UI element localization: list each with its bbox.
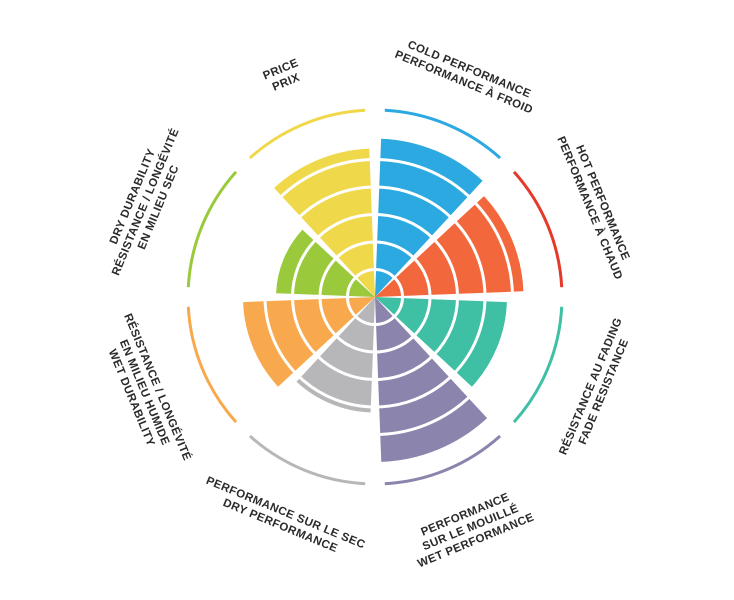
scale-ring [291,213,459,381]
sector-price [274,148,375,297]
label-dry-performance: PERFORMANCE SUR LE SECDRY PERFORMANCE [199,475,367,564]
sector-dry-performance [296,297,375,413]
arc-hot-performance [512,170,564,288]
label-price: PRICEPRIX [261,57,305,95]
scale-ring [346,268,404,326]
sector-dry-durability [276,229,375,297]
scale-ring [263,185,487,409]
sector-fade-resistance [375,297,507,387]
arc-dry-durability [186,170,238,288]
sector-hot-performance [375,196,524,297]
arc-price [248,108,366,160]
label-wet-performance: PERFORMANCESUR LE MOUILLÉWET PERFORMANCE [405,486,536,571]
sector-wet-performance [375,297,488,462]
label-cold-performance: COLD PERFORMANCEPERFORMANCE À FROID [393,36,540,117]
scale-ring [236,158,514,436]
arc-wet-durability [186,306,238,424]
label-dry-durability: DRY DURABILITYRÉSISTANCE / LONGÉVITÉEN M… [97,121,194,282]
arc-cold-performance [384,108,502,160]
sector-cold-performance [375,138,483,297]
label-wet-durability: RÉSISTANCE / LONGÉVITÉEN MILIEU HUMIDEWE… [95,312,193,474]
sector-wet-durability [243,297,375,387]
arc-wet-performance [384,434,502,486]
arc-dry-performance [248,434,366,486]
label-fade-resistance: RÉSISTANCE AU FADINGFADE RESISTANCE [557,316,638,462]
scale-ring [318,240,432,354]
label-hot-performance: HOT PERFORMANCEPERFORMANCE À CHAUD [554,130,637,282]
arc-fade-resistance [512,306,564,424]
